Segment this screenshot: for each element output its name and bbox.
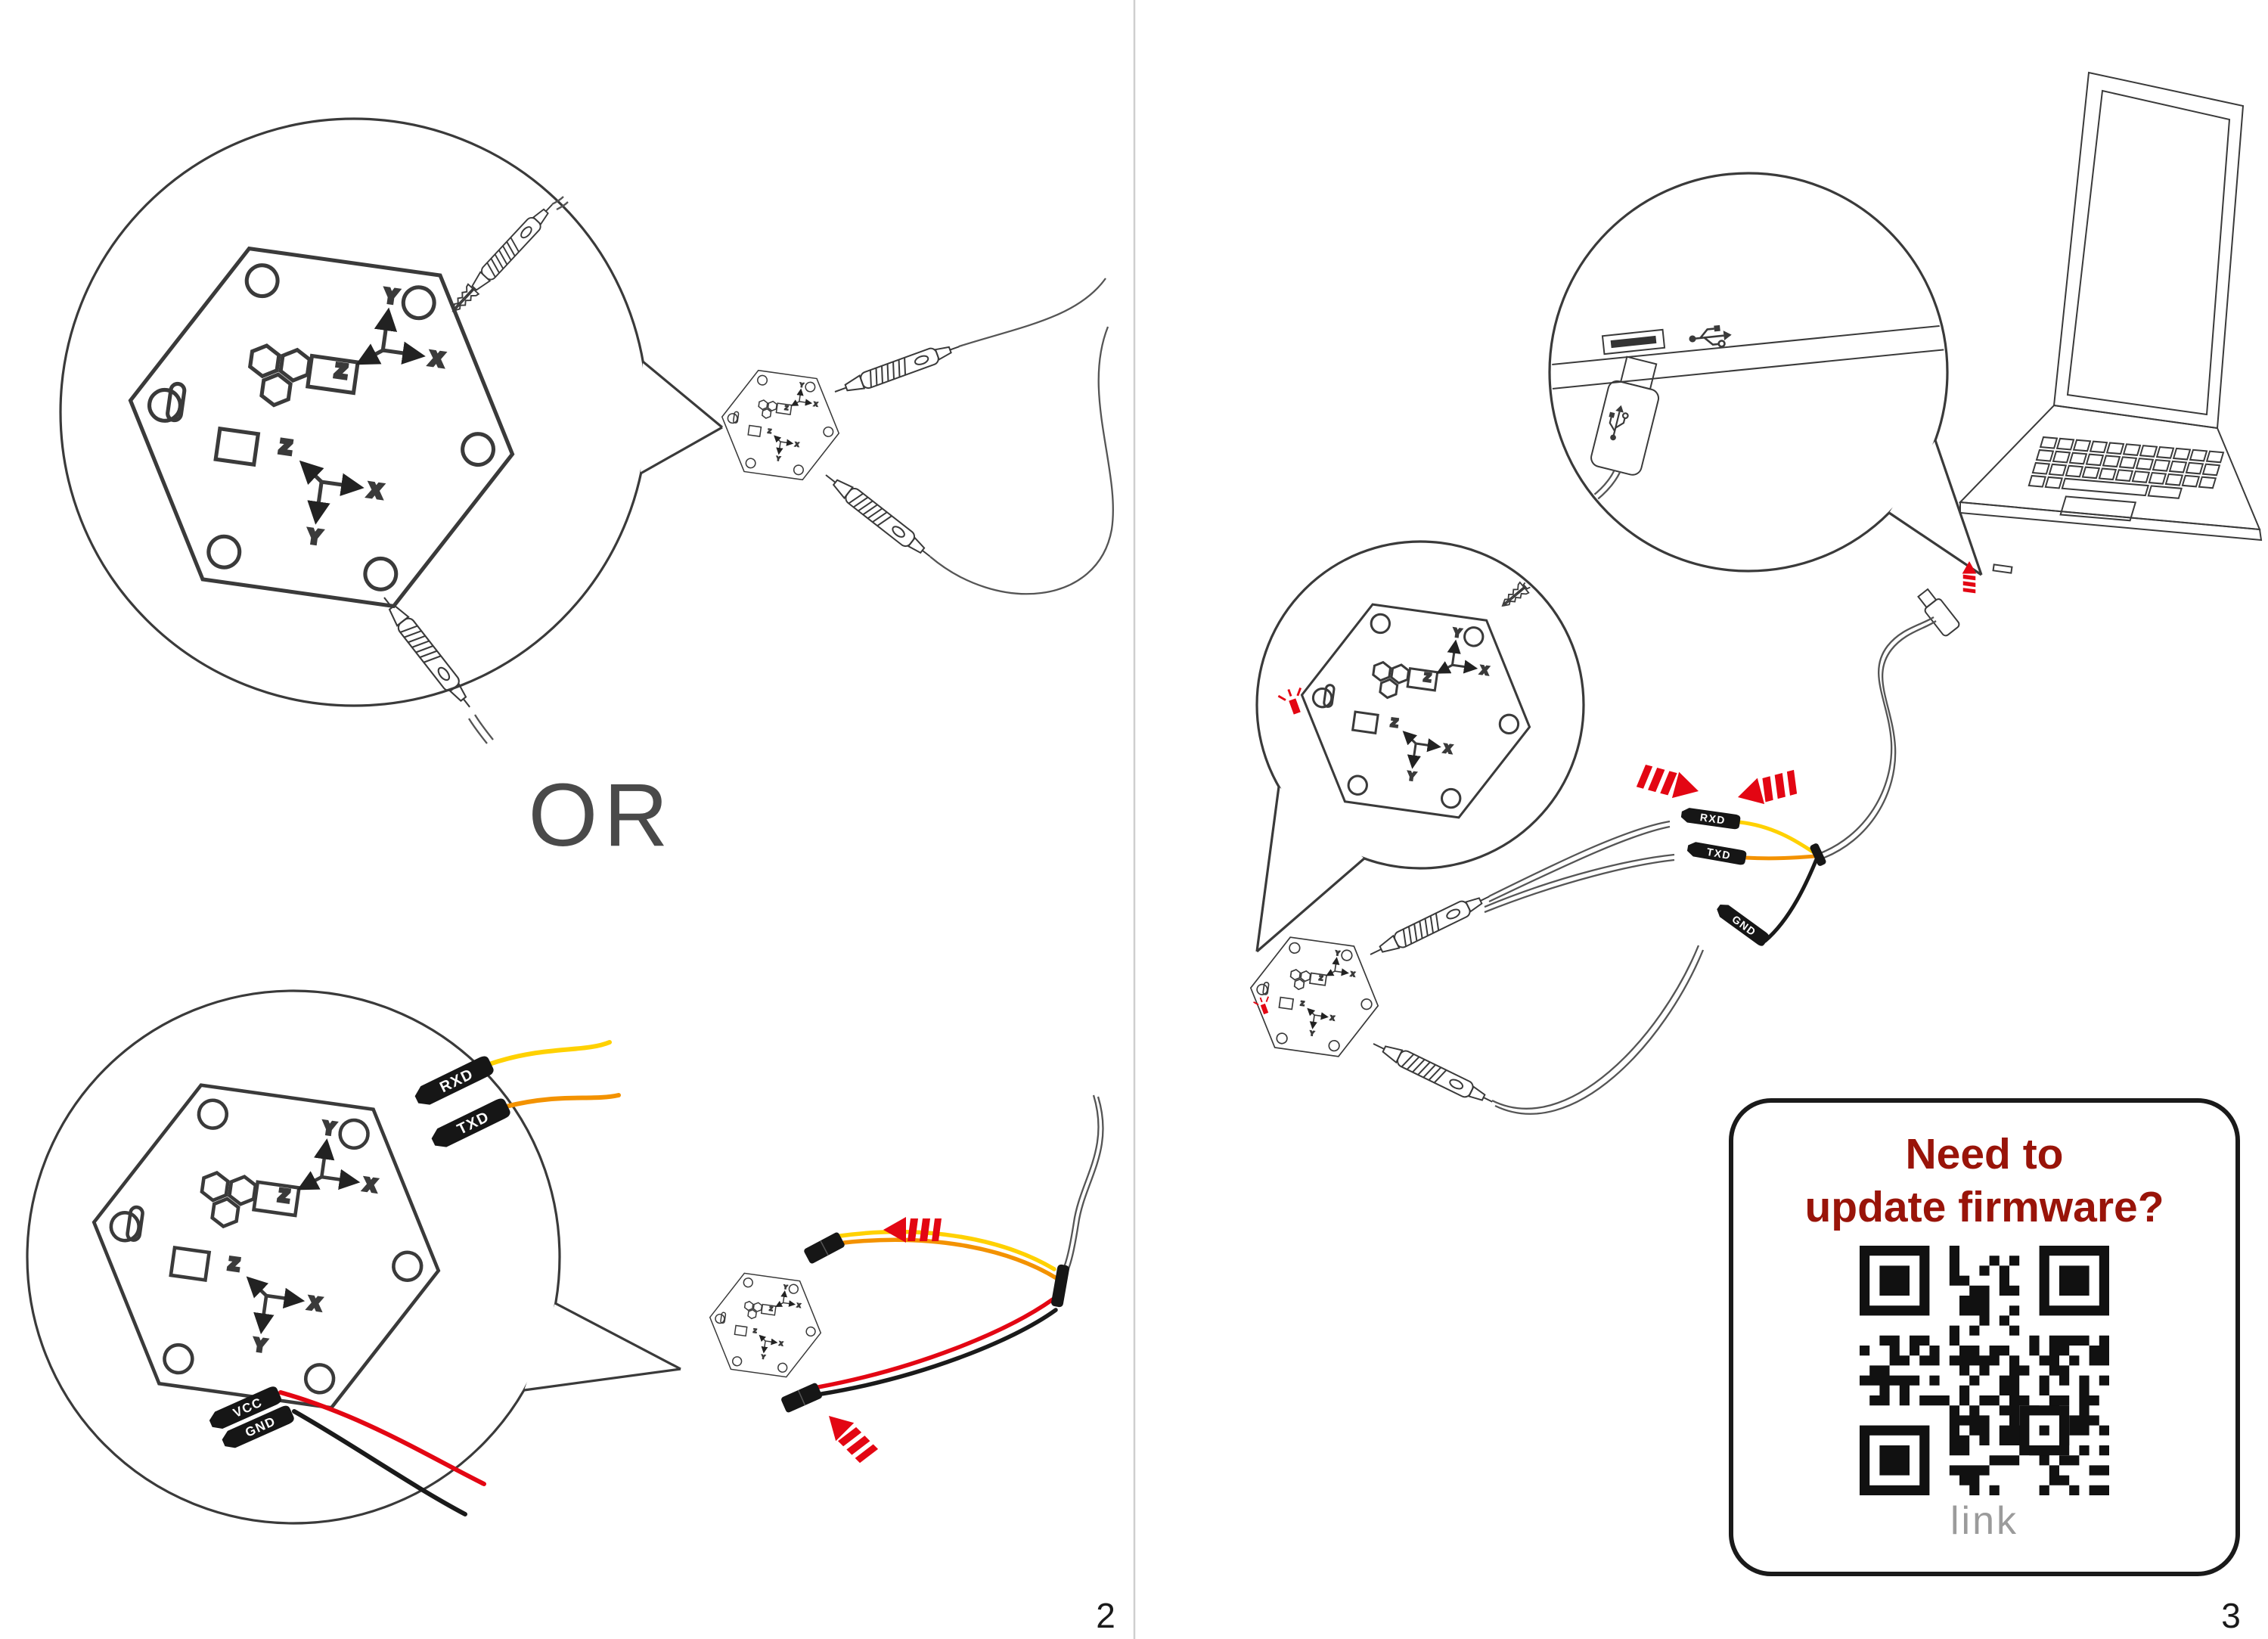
gnd-connector: GND [1714, 901, 1771, 948]
probe-top [1366, 888, 1494, 963]
callout-wedge [641, 362, 722, 473]
usb-port-zoom [1601, 328, 1666, 355]
cable-junction [1051, 1264, 1069, 1308]
probe-bottom [820, 467, 936, 564]
usb-plug-zoom [1552, 355, 1660, 545]
led-indicator [1252, 994, 1274, 1017]
hexagon-panel [1243, 933, 1386, 1060]
wire-orange [504, 1093, 621, 1109]
usb-cable [1816, 616, 1934, 856]
wire-orange [1743, 854, 1817, 861]
laptop-screen [2066, 89, 2231, 416]
page-number-right: 3 [2221, 1596, 2241, 1635]
rxd-connector: RXD [1680, 806, 1741, 830]
callout-usb-port [1548, 172, 1983, 576]
or-label: OR [529, 765, 675, 865]
probe-cable [929, 326, 1114, 595]
desk-edge [1552, 349, 1945, 390]
alligator-clip [448, 198, 559, 316]
signal-wire [1488, 825, 1671, 903]
ground-wire [1494, 949, 1705, 1115]
callout-clip-probes [59, 117, 724, 744]
firmware-box: Need to update firmware? link [1729, 1098, 2240, 1576]
signal-connector [804, 1232, 845, 1264]
probe-top [831, 337, 963, 401]
cable-junction [1810, 843, 1826, 866]
panel-with-wires [703, 1094, 1104, 1467]
panel-with-probes [715, 278, 1114, 595]
left-page: OR RXD TXD VCC GND [26, 117, 1115, 1635]
callout-wedge [1257, 787, 1364, 951]
usb-cable [1062, 1094, 1100, 1270]
power-connector [781, 1383, 822, 1413]
callout-wire-connectors: RXD TXD VCC GND [26, 989, 681, 1525]
laptop-keyboard [2028, 436, 2225, 522]
callout-wedge [1889, 440, 1981, 575]
hexagon-panel [715, 366, 845, 483]
usb-cable [1820, 620, 1937, 861]
usb-plug [1917, 588, 1960, 637]
usb-port [1992, 563, 2013, 574]
red-arrow-icon [1734, 768, 1801, 811]
wire-yellow [838, 1229, 1056, 1271]
hexagon-pcb-zoom [73, 1073, 460, 1420]
txd-label: TXD [1706, 846, 1733, 861]
probe-cable [958, 278, 1106, 348]
page-number-left: 2 [1096, 1596, 1115, 1635]
wire-black [819, 1308, 1058, 1396]
callout-wedge [524, 1303, 681, 1390]
red-arrow-icon [1636, 762, 1702, 805]
wire-red [278, 1390, 486, 1486]
ground-wire [1491, 945, 1700, 1110]
txd-connector: TXD [428, 1096, 513, 1152]
wire-yellow [1737, 820, 1817, 855]
wire-yellow [487, 1040, 612, 1066]
usb-cable [1066, 1096, 1104, 1271]
wire-black [1763, 857, 1819, 943]
panel-usb-hookup: RXD TXD GND [1243, 762, 1826, 1115]
probe-bottom [1369, 1035, 1497, 1110]
wire-red [816, 1297, 1055, 1389]
qr-link-label: link [1950, 1499, 2019, 1544]
wire-black [292, 1409, 467, 1516]
laptop-touchpad [2059, 495, 2137, 522]
callout-led-check [1255, 540, 1585, 953]
signal-wire [1484, 853, 1675, 908]
rxd-label: RXD [1699, 811, 1727, 827]
hexagon-pcb-zoom [1288, 596, 1544, 825]
signal-wire [1484, 858, 1675, 914]
laptop-base [1958, 404, 2261, 531]
coil-probe [376, 591, 478, 713]
signal-wire [1488, 820, 1671, 898]
qr-code [1860, 1246, 2109, 1496]
txd-connector: TXD [1686, 840, 1748, 866]
firmware-title-line1: Need to [1905, 1130, 2064, 1178]
laptop [1958, 71, 2263, 574]
firmware-title-line2: update firmware? [1804, 1182, 2164, 1231]
hexagon-panel [703, 1269, 827, 1381]
right-page: RXD TXD GND 3 [1243, 71, 2263, 1635]
wire-orange [842, 1237, 1059, 1280]
red-arrow-icon [819, 1406, 880, 1467]
alligator-clip [1498, 544, 1581, 611]
rxd-connector: RXD [411, 1054, 496, 1110]
desk-edge [1552, 324, 1945, 365]
